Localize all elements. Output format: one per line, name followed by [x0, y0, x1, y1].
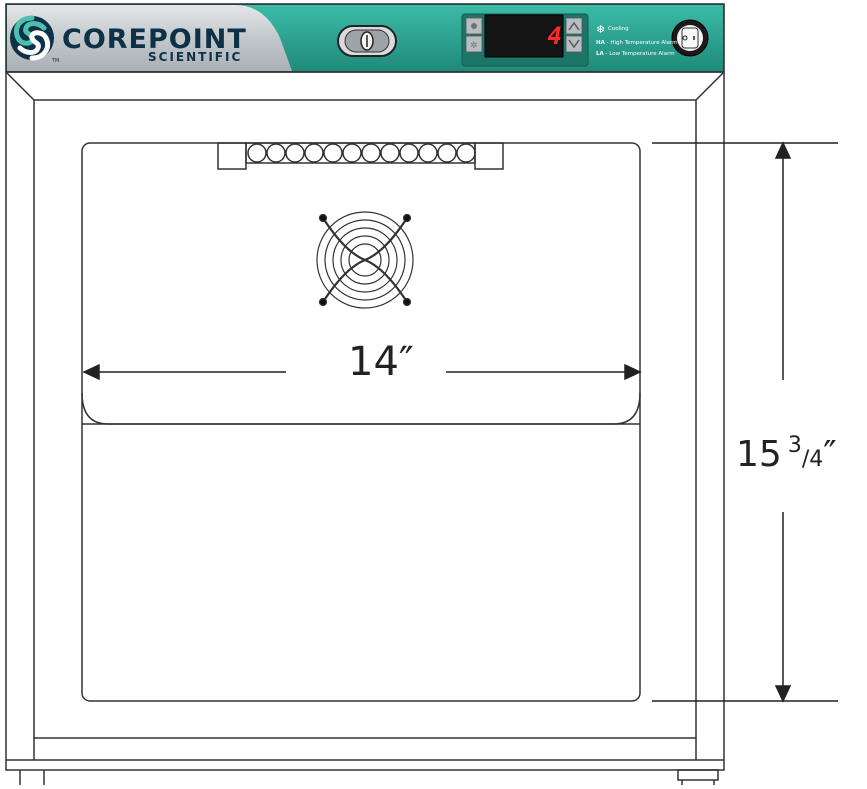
light-bracket-right: [474, 142, 504, 170]
height-numerator: 3: [787, 433, 802, 458]
brand-plate: [7, 5, 292, 71]
height-denominator: /4: [801, 447, 824, 472]
cabinet: [5, 71, 725, 785]
door-lock-icon[interactable]: [337, 25, 397, 57]
led-light-strip: [245, 142, 476, 164]
width-dimension: [82, 363, 642, 381]
defrost-button[interactable]: [465, 35, 483, 53]
door-inner-frame: [33, 99, 697, 739]
corepoint-logo-icon: [10, 15, 54, 61]
interior-outline: [81, 142, 641, 702]
interior: [81, 142, 641, 702]
width-label: 14″: [348, 339, 414, 385]
temperature-reading: 4: [547, 22, 562, 50]
legend-la-text: - Low Temperature Alarm: [603, 51, 675, 57]
control-panel: ✲ ❄: [5, 3, 725, 73]
power-switch[interactable]: [671, 19, 709, 57]
leveling-foot: [677, 769, 719, 781]
legend-cooling: Cooling: [608, 26, 629, 32]
legend-ha-code: HA: [596, 40, 605, 46]
legend-low-alarm: LA - Low Temperature Alarm: [596, 51, 675, 57]
trademark-mark: TM: [52, 58, 60, 64]
sun-icon: [471, 23, 477, 29]
brand-name: COREPOINT: [62, 24, 247, 55]
arrow-right-icon: [624, 363, 642, 381]
arrow-up-icon: [774, 141, 792, 159]
height-dimension: [652, 141, 838, 703]
brand-subtitle: SCIENTIFIC: [148, 50, 243, 64]
fan-icon: [316, 211, 414, 309]
up-button[interactable]: [565, 17, 583, 35]
cooling-snowflake-icon: ❄: [596, 23, 605, 36]
cabinet-outline: [5, 71, 725, 771]
down-button[interactable]: [565, 35, 583, 53]
temperature-display: [484, 14, 564, 58]
legend-ha-text: - High Temperature Alarm: [604, 40, 678, 46]
chevron-up-icon: [568, 21, 580, 31]
chevron-down-icon: [568, 39, 580, 49]
arrow-left-icon: [82, 363, 100, 381]
height-whole: 15: [736, 434, 782, 475]
arrow-down-icon: [774, 685, 792, 703]
height-unit: ″: [823, 434, 837, 475]
power-off-icon: [682, 35, 688, 41]
legend-high-alarm: HA - High Temperature Alarm: [596, 40, 678, 46]
temperature-controller: ✲: [461, 13, 589, 67]
snowflake-icon: ✲: [470, 41, 478, 51]
legend-la-code: LA: [596, 51, 604, 57]
shelf-curve: [81, 392, 641, 425]
light-bracket-left: [217, 142, 247, 170]
